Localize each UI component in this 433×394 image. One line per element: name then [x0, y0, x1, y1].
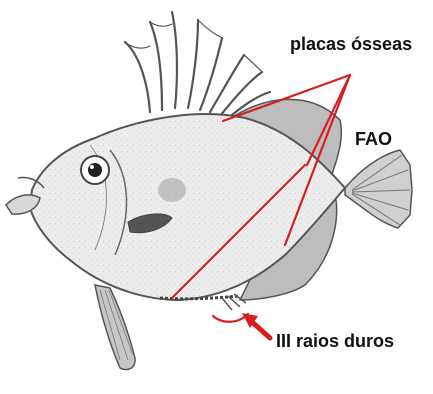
spines-arrow-icon	[242, 313, 270, 338]
pelvic-fin	[95, 285, 135, 370]
flank-spot	[158, 178, 186, 202]
bony-plates-label: placas ósseas	[290, 34, 412, 55]
caudal-fin	[345, 150, 412, 228]
spines-label: III raios duros	[276, 331, 394, 352]
source-label: FAO	[355, 129, 392, 150]
dorsal-fin	[125, 12, 270, 120]
